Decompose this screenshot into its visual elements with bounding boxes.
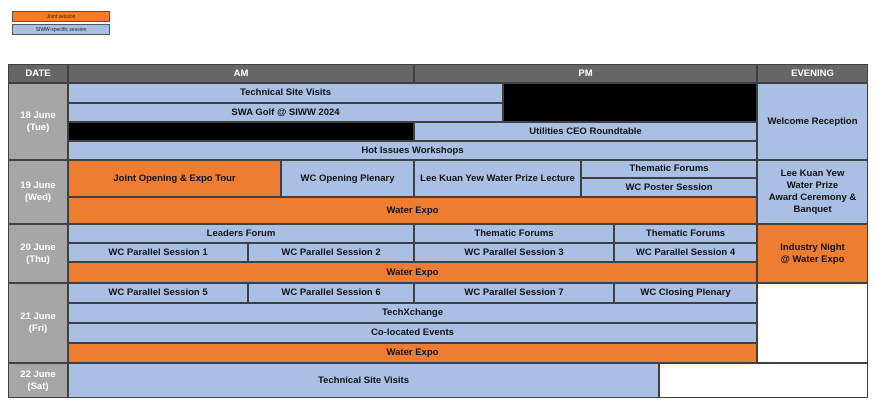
session-colocated-events: Co-located Events	[68, 323, 757, 343]
session-water-expo-thu: Water Expo	[68, 262, 757, 283]
schedule-grid: DATE AM PM EVENING 18 June (Tue) Technic…	[8, 64, 868, 398]
session-swa-golf: SWA Golf @ SIWW 2024	[68, 103, 503, 122]
day-label-thu: 20 June (Thu)	[8, 224, 68, 283]
header-am: AM	[68, 64, 414, 83]
session-wc-parallel-4: WC Parallel Session 4	[614, 243, 757, 262]
session-techxchange: TechXchange	[68, 303, 757, 323]
session-utilities-ceo-roundtable: Utilities CEO Roundtable	[414, 122, 757, 141]
session-industry-night: Industry Night @ Water Expo	[757, 224, 868, 283]
day-label-fri: 21 June (Fri)	[8, 283, 68, 363]
day-label-sat: 22 June (Sat)	[8, 363, 68, 398]
session-technical-site-visits-tue: Technical Site Visits	[68, 83, 503, 103]
session-wc-parallel-6: WC Parallel Session 6	[248, 283, 414, 303]
session-wc-parallel-3: WC Parallel Session 3	[414, 243, 614, 262]
session-water-expo-fri: Water Expo	[68, 343, 757, 363]
session-joint-opening-expo-tour: Joint Opening & Expo Tour	[68, 160, 281, 197]
header-evening: EVENING	[757, 64, 868, 83]
session-wc-poster-session: WC Poster Session	[581, 178, 757, 197]
day-label-wed: 19 June (Wed)	[8, 160, 68, 224]
session-technical-site-visits-sat: Technical Site Visits	[68, 363, 659, 398]
session-welcome-reception: Welcome Reception	[757, 83, 868, 160]
legend-joint-session: Joint session	[12, 11, 110, 22]
empty-evening-slot	[757, 283, 868, 363]
day-label-tue: 18 June (Tue)	[8, 83, 68, 160]
session-water-expo-wed: Water Expo	[68, 197, 757, 224]
header-pm: PM	[414, 64, 757, 83]
session-lky-award-ceremony-banquet: Lee Kuan Yew Water Prize Award Ceremony …	[757, 160, 868, 224]
empty-slot	[659, 363, 868, 398]
session-wc-parallel-1: WC Parallel Session 1	[68, 243, 248, 262]
session-lky-water-prize-lecture: Lee Kuan Yew Water Prize Lecture	[414, 160, 581, 197]
session-wc-parallel-5: WC Parallel Session 5	[68, 283, 248, 303]
header-date: DATE	[8, 64, 68, 83]
session-thematic-forums-thu-a: Thematic Forums	[414, 224, 614, 243]
blocked-slot	[68, 122, 414, 141]
session-thematic-forums-thu-b: Thematic Forums	[614, 224, 757, 243]
session-wc-parallel-2: WC Parallel Session 2	[248, 243, 414, 262]
session-hot-issues-workshops: Hot Issues Workshops	[68, 141, 757, 160]
session-leaders-forum: Leaders Forum	[68, 224, 414, 243]
session-thematic-forums-wed: Thematic Forums	[581, 160, 757, 178]
legend-siww-session: SIWW-specific session	[12, 24, 110, 35]
blocked-slot	[503, 83, 757, 122]
session-wc-parallel-7: WC Parallel Session 7	[414, 283, 614, 303]
session-wc-closing-plenary: WC Closing Plenary	[614, 283, 757, 303]
session-wc-opening-plenary: WC Opening Plenary	[281, 160, 414, 197]
